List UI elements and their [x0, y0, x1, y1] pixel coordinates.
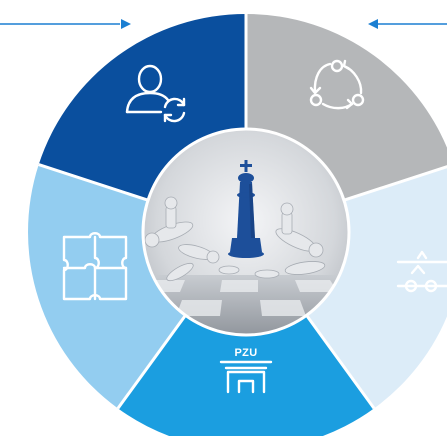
segment-bottom	[117, 315, 375, 436]
segment-top-left	[38, 14, 247, 201]
segment-right	[306, 166, 447, 409]
user-refresh-icon	[125, 64, 186, 123]
arrow-right-icon	[0, 19, 131, 29]
pzu-building-icon: PZU	[219, 347, 273, 394]
arrow-left-icon	[368, 19, 447, 29]
puzzle-icon	[62, 232, 128, 301]
cycle-icon	[309, 59, 365, 110]
segment-left	[28, 164, 186, 409]
pzu-label: PZU	[235, 347, 258, 359]
broken-link-icon	[396, 250, 447, 293]
